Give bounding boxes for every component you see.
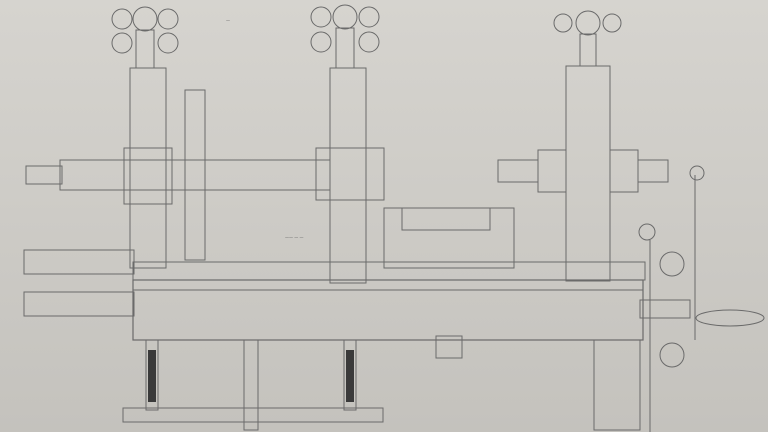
drawing-note: —— — — (285, 235, 304, 240)
drawing-mark: — (226, 18, 230, 23)
knob-cluster-left (111, 6, 179, 69)
knob-cluster-right (553, 10, 622, 67)
knob-cluster-middle (310, 4, 380, 69)
